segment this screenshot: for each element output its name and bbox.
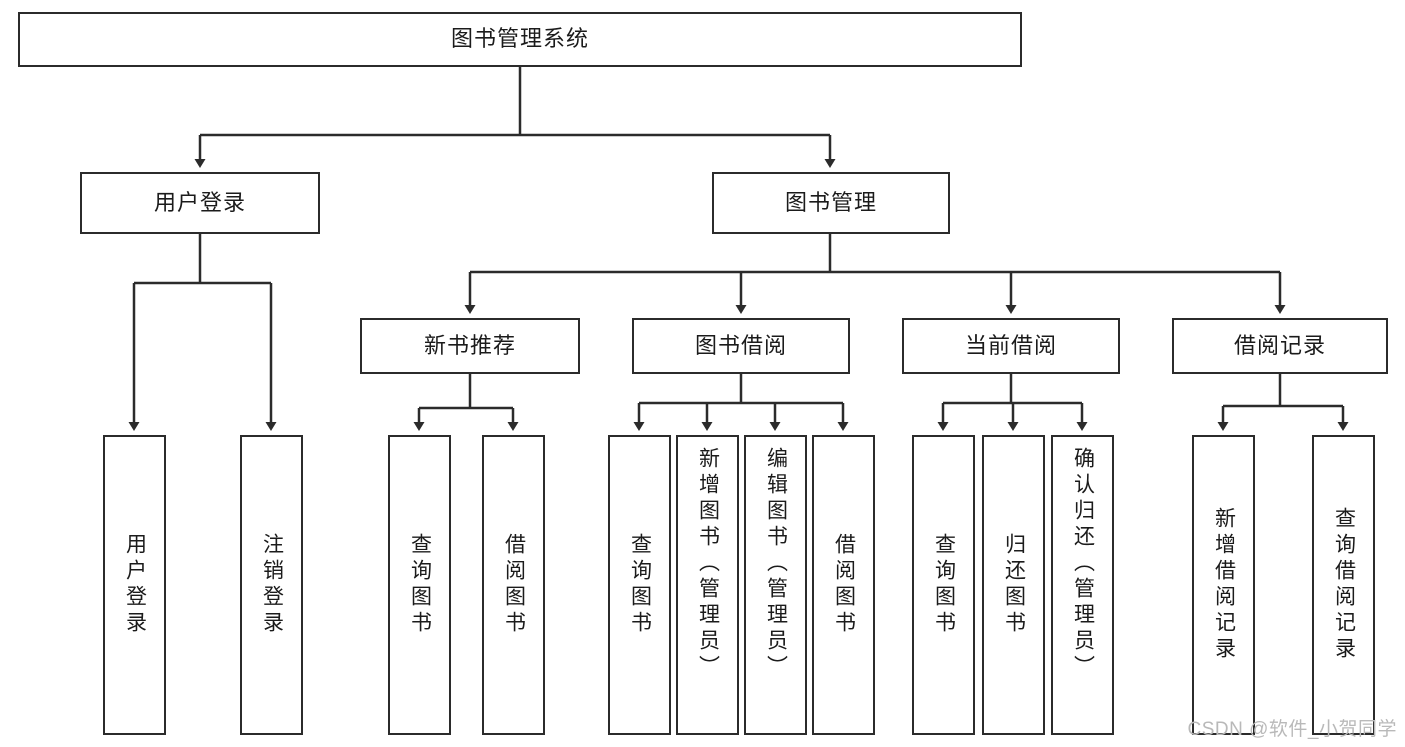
node-borrow-record[interactable]: 借阅记录 xyxy=(1172,318,1388,374)
leaf-return-book[interactable]: 归还图书 xyxy=(982,435,1045,735)
node-new-book-rec[interactable]: 新书推荐 xyxy=(360,318,580,374)
node-user-login[interactable]: 用户登录 xyxy=(80,172,320,234)
leaf-borrow-book-2-label: 借阅图书 xyxy=(832,533,856,637)
leaf-edit-book[interactable]: 编辑图书（管理员） xyxy=(744,435,807,735)
leaf-user-login[interactable]: 用户登录 xyxy=(103,435,166,735)
leaf-query-record[interactable]: 查询借阅记录 xyxy=(1312,435,1375,735)
leaf-logout[interactable]: 注销登录 xyxy=(240,435,303,735)
leaf-add-book-label: 新增图书（管理员） xyxy=(696,447,720,681)
leaf-user-login-label: 用户登录 xyxy=(123,533,147,637)
leaf-borrow-book-2[interactable]: 借阅图书 xyxy=(812,435,875,735)
node-root-label: 图书管理系统 xyxy=(450,26,589,52)
leaf-query-book-2[interactable]: 查询图书 xyxy=(608,435,671,735)
leaf-add-record-label: 新增借阅记录 xyxy=(1212,507,1236,663)
leaf-return-book-label: 归还图书 xyxy=(1002,533,1026,637)
node-book-manage[interactable]: 图书管理 xyxy=(712,172,950,234)
leaf-confirm-return-label: 确认归还（管理员） xyxy=(1071,447,1095,681)
leaf-query-book-1-label: 查询图书 xyxy=(408,533,432,637)
leaf-query-book-3[interactable]: 查询图书 xyxy=(912,435,975,735)
node-book-borrow-label: 图书借阅 xyxy=(694,332,787,358)
leaf-borrow-book-1-label: 借阅图书 xyxy=(502,533,526,637)
leaf-query-book-1[interactable]: 查询图书 xyxy=(388,435,451,735)
node-book-borrow[interactable]: 图书借阅 xyxy=(632,318,850,374)
node-new-book-rec-label: 新书推荐 xyxy=(423,332,516,358)
node-current-borrow-label: 当前借阅 xyxy=(964,332,1057,358)
leaf-edit-book-label: 编辑图书（管理员） xyxy=(764,447,788,681)
leaf-borrow-book-1[interactable]: 借阅图书 xyxy=(482,435,545,735)
node-root[interactable]: 图书管理系统 xyxy=(18,12,1022,67)
leaf-confirm-return[interactable]: 确认归还（管理员） xyxy=(1051,435,1114,735)
leaf-add-book[interactable]: 新增图书（管理员） xyxy=(676,435,739,735)
watermark: CSDN @软件_小贺同学 xyxy=(1187,719,1397,740)
leaf-add-record[interactable]: 新增借阅记录 xyxy=(1192,435,1255,735)
node-current-borrow[interactable]: 当前借阅 xyxy=(902,318,1120,374)
leaf-query-book-3-label: 查询图书 xyxy=(932,533,956,637)
node-book-manage-label: 图书管理 xyxy=(784,189,877,215)
leaf-query-record-label: 查询借阅记录 xyxy=(1332,507,1356,663)
node-borrow-record-label: 借阅记录 xyxy=(1233,332,1326,358)
leaf-query-book-2-label: 查询图书 xyxy=(628,533,652,637)
leaf-logout-label: 注销登录 xyxy=(260,533,284,637)
node-user-login-label: 用户登录 xyxy=(153,189,246,215)
